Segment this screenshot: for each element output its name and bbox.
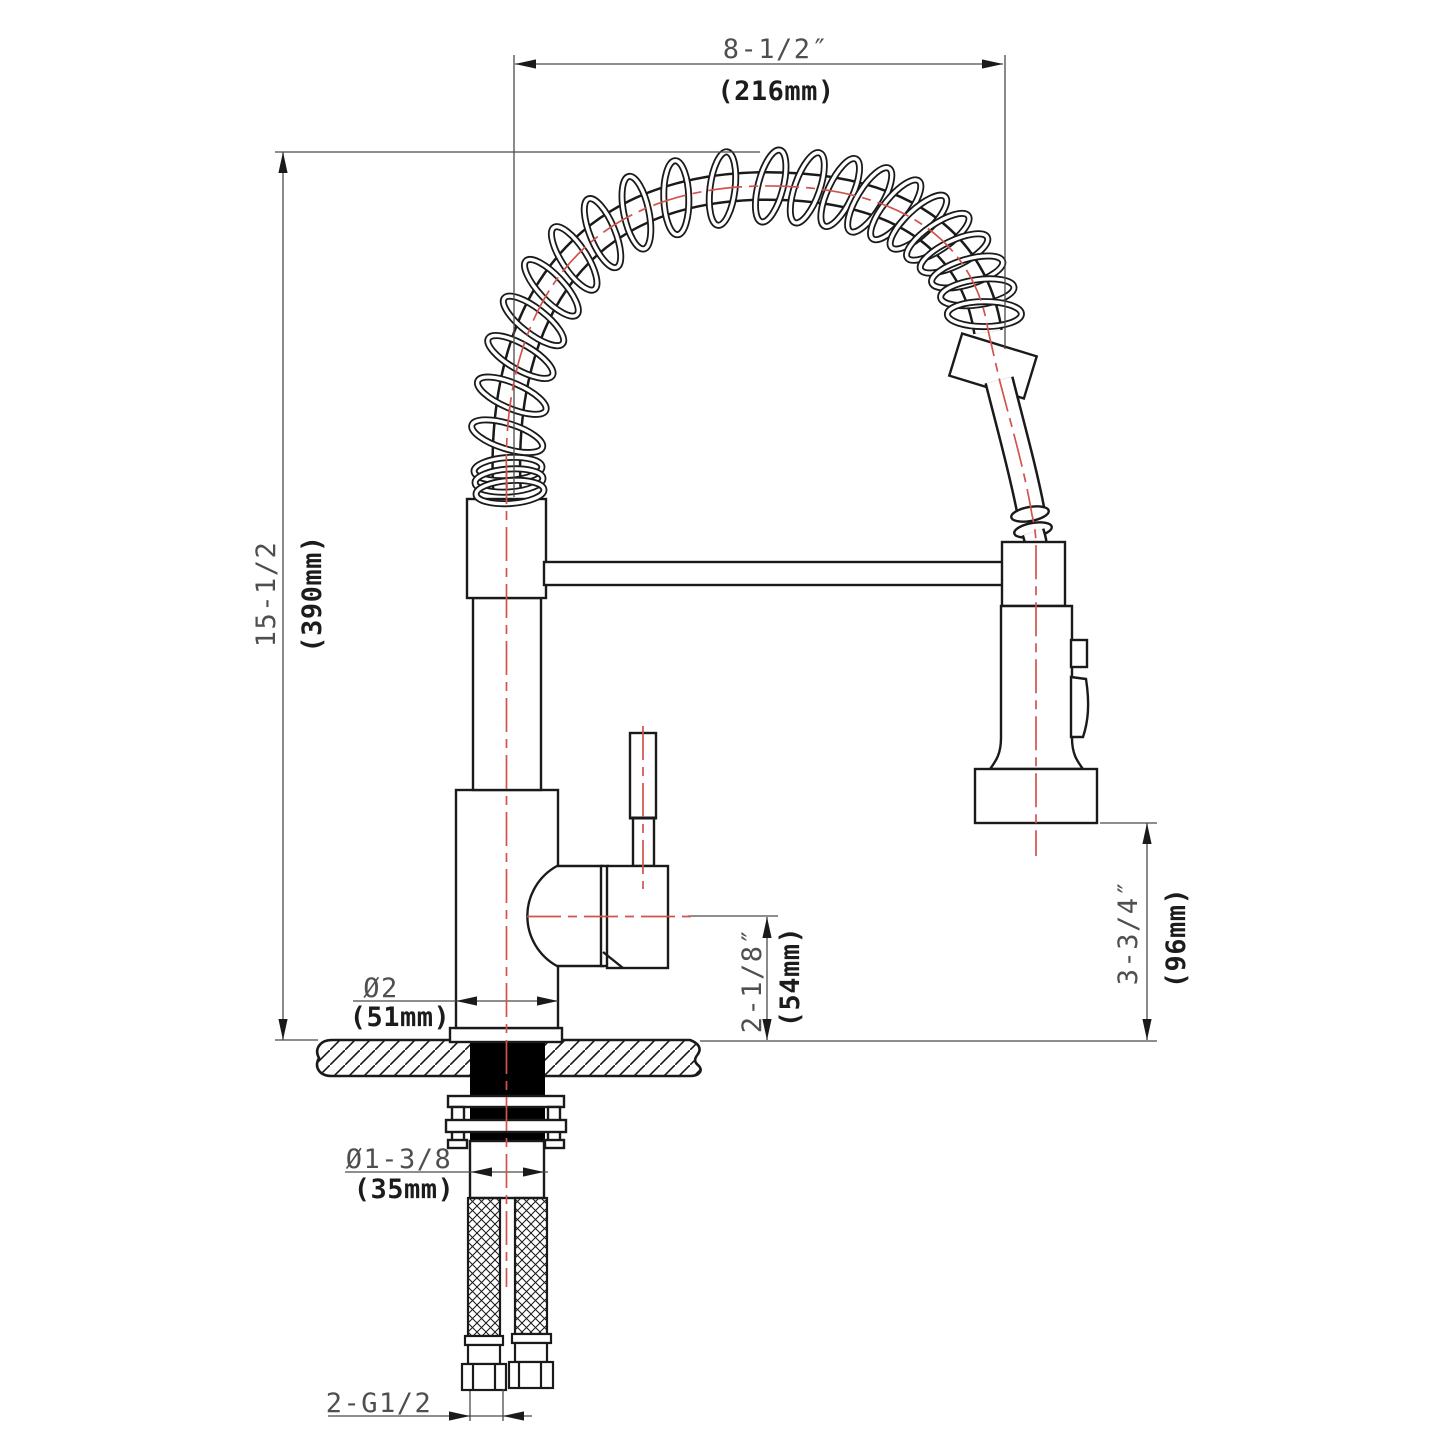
spout-centerline xyxy=(505,185,1037,856)
support-bar xyxy=(542,560,1006,587)
spring-coil xyxy=(468,146,1025,508)
label-handle-mm: (54mm) xyxy=(775,927,806,1028)
dimension-labels: 8-1/2″ (216mm) 15-1/2 (390mm) 2-1/8″ (54… xyxy=(251,34,1192,1419)
hose-fitting-left xyxy=(460,1334,508,1392)
label-shank-diameter-mm: (35mm) xyxy=(354,1174,455,1205)
label-hose-thread: 2-G1/2 xyxy=(326,1388,433,1419)
centerlines xyxy=(505,185,1037,1287)
label-top-width-mm: (216mm) xyxy=(717,76,834,107)
label-base-diameter-mm: (51mm) xyxy=(350,1002,451,1033)
spray-lever xyxy=(1069,675,1090,739)
spray-head-holder xyxy=(1000,540,1067,608)
spray-mode-button xyxy=(1069,638,1089,669)
supply-hose-left xyxy=(466,1196,502,1338)
handle-seam xyxy=(602,951,624,969)
dimension-lines xyxy=(275,55,1157,1421)
label-base-diameter-inches: Ø2 xyxy=(363,973,399,1004)
dimension-arrows xyxy=(278,59,1152,1421)
label-shank-diameter-inches: Ø1-3/8 xyxy=(346,1144,453,1175)
label-spray-inches: 3-3/4″ xyxy=(1113,879,1144,986)
pulldown-hose-inner xyxy=(986,376,1044,515)
handle-dome xyxy=(526,864,605,968)
supply-hose-right xyxy=(513,1196,549,1336)
stud-foot-right xyxy=(543,1138,566,1150)
label-height-mm: (390mm) xyxy=(297,535,328,652)
hose-collar-ring-1 xyxy=(1010,505,1050,523)
label-height-inches: 15-1/2 xyxy=(251,541,282,648)
label-handle-inches: 2-1/8″ xyxy=(737,927,768,1034)
spout-tube-inner xyxy=(493,173,1001,493)
stud-foot-left xyxy=(446,1138,469,1150)
label-top-width-inches: 8-1/2″ xyxy=(723,34,830,65)
hose-fitting-right xyxy=(507,1332,555,1390)
label-spray-mm: (96mm) xyxy=(1161,888,1192,989)
